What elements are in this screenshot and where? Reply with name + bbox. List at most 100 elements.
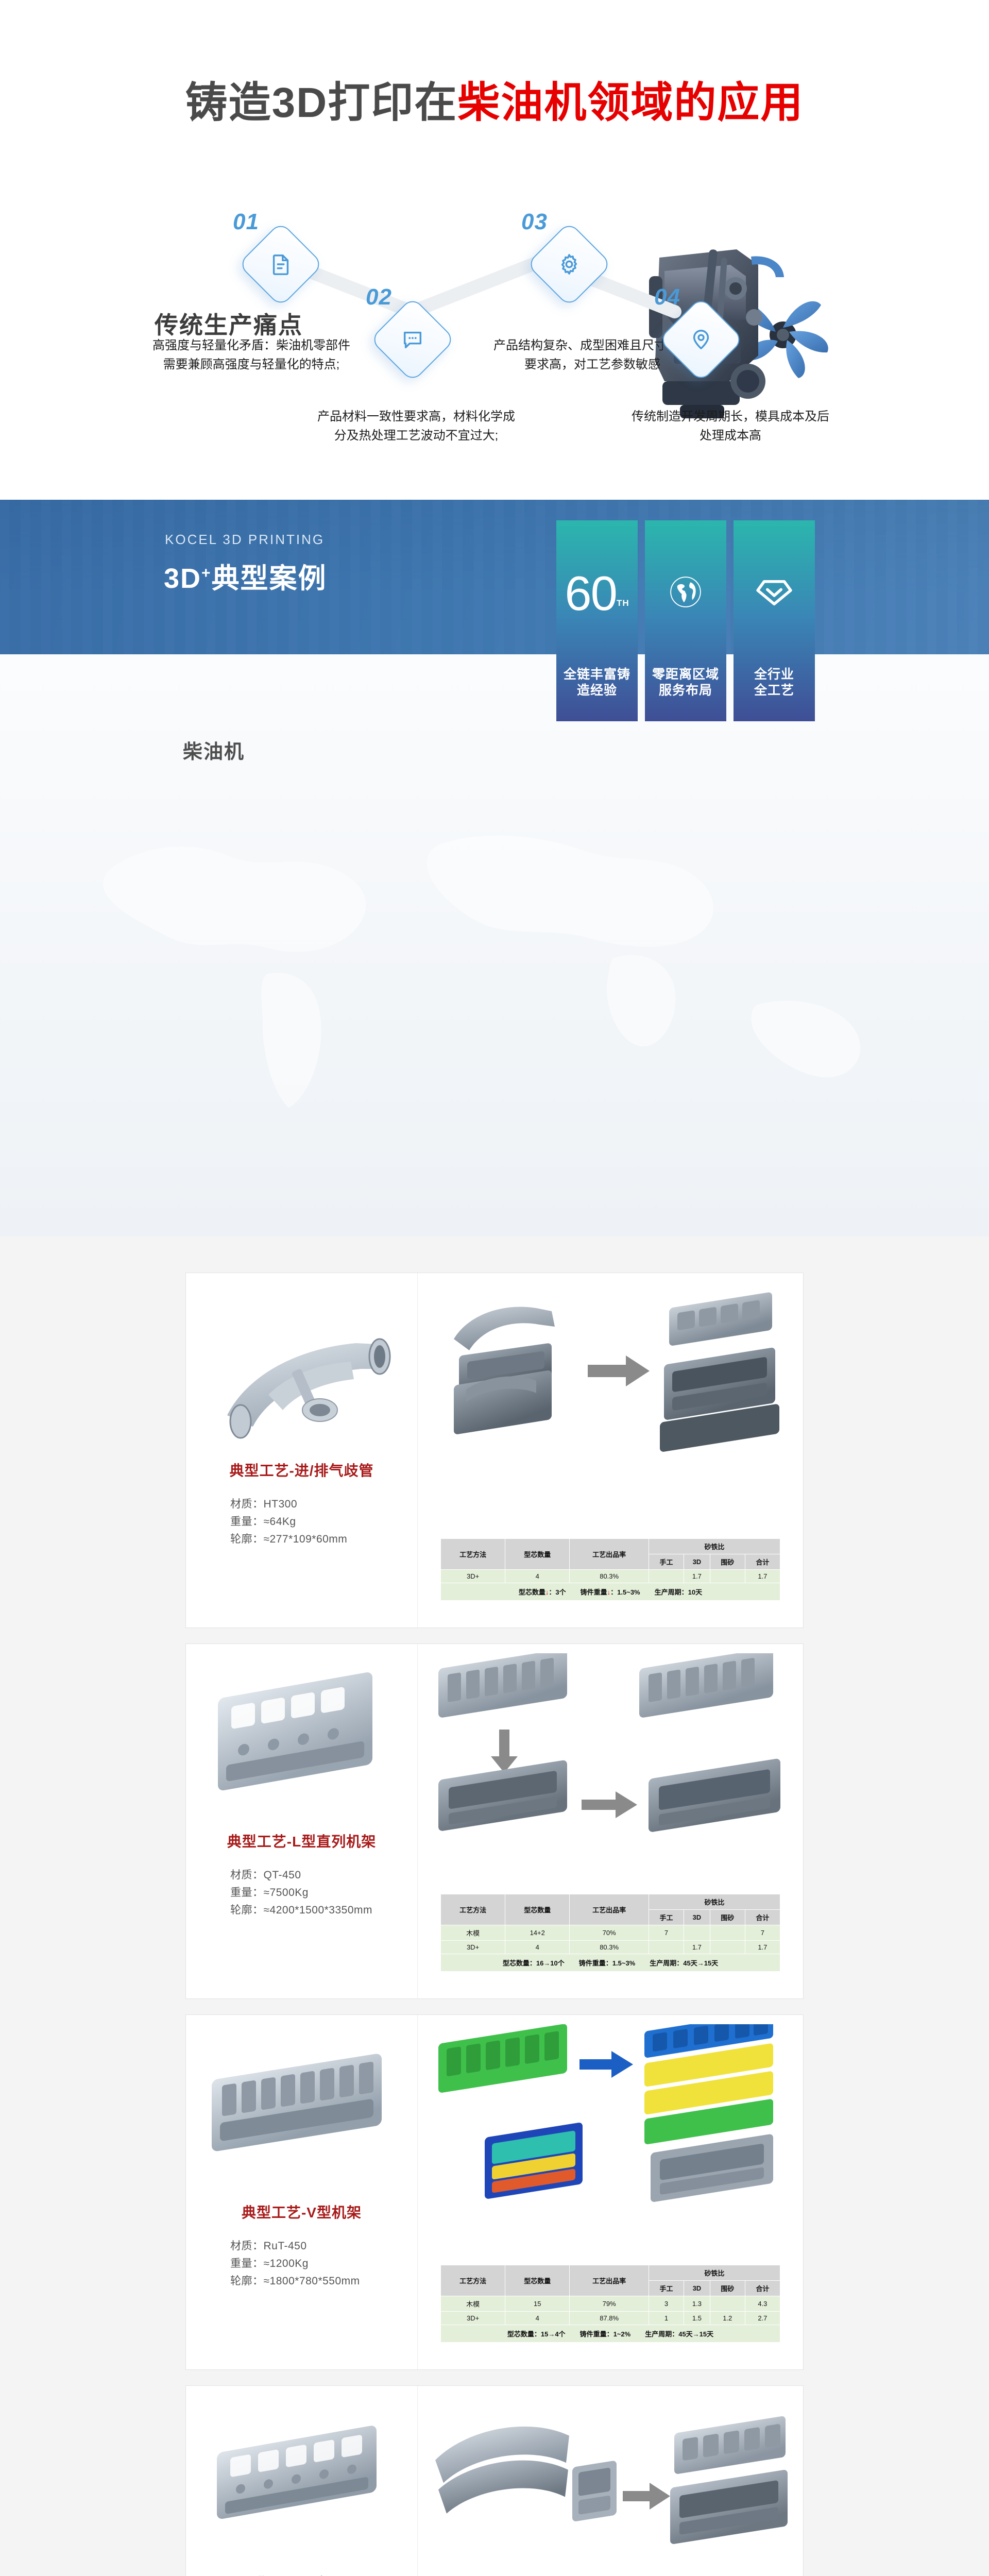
banner-title-rest: 典型案例: [211, 563, 327, 594]
flow-arrow-icon: [623, 2483, 670, 2510]
cell-3d: [684, 1925, 710, 1941]
note-item: 铸件重量：1~2%: [580, 2329, 631, 2338]
cell-yield: 80.3%: [569, 1940, 649, 1954]
product-card-4-right: 工艺方法 型芯数量 工艺出品率 砂铁比 手工 3D 围砂 合计 木模 5 80%: [418, 2386, 803, 2576]
product-1-image: [227, 1338, 390, 1439]
pain-point-node-02[interactable]: [369, 296, 456, 383]
product-card-2-left: 典型工艺-L型直列机架 材质：QT-450 重量：≈7500Kg 轮廓：≈420…: [186, 1644, 418, 1998]
stat-card-experience[interactable]: 60TH 全链丰富铸 造经验: [556, 520, 638, 721]
table-row: 木模 15 79% 3 1.3 4.3: [440, 2296, 781, 2312]
table-note-row: 型芯数量：15→4个 铸件重量：1~2% 生产周期：45天→15天: [440, 2325, 780, 2343]
th-method: 工艺方法: [440, 1538, 506, 1570]
stat-card-industry-label: 全行业 全工艺: [754, 667, 794, 698]
stat-card-service-icon: [645, 520, 726, 667]
table-note-cell: 型芯数量：16→10个 铸件重量：1.5~3% 生产周期：45天→15天: [440, 1954, 780, 1972]
product-2-outline-value: ≈4200*1500*3350mm: [263, 1904, 373, 1917]
flow-arrow-icon: [588, 1355, 650, 1386]
product-card-2[interactable]: 典型工艺-L型直列机架 材质：QT-450 重量：≈7500Kg 轮廓：≈420…: [185, 1643, 804, 1999]
product-3-table-body: 木模 15 79% 3 1.3 4.3 3D+ 4 87.8% 1 1.5 1.…: [440, 2296, 781, 2325]
pain-point-text-03: 产品结构复杂、成型困难且尺寸精度要求高，对工艺参数敏感: [493, 338, 691, 372]
cell-surround: [709, 1569, 745, 1583]
pain-point-node-01[interactable]: [237, 221, 324, 308]
product-2-weight-value: ≈7500Kg: [263, 1887, 309, 1899]
cell-method: 3D+: [440, 1569, 506, 1583]
product-1-outline-label: 轮廓：: [230, 1533, 264, 1546]
cell-yield: 70%: [569, 1925, 649, 1941]
table-header-row-sub: 手工 3D 围砂 合计: [441, 2280, 781, 2296]
table-header-row-top: 工艺方法 型芯数量 工艺出品率 砂铁比: [440, 1894, 781, 1925]
cell-cores: 4: [505, 2311, 570, 2325]
th-3d: 3D: [684, 1909, 710, 1925]
table-note-row: 型芯数量：16→10个 铸件重量：1.5~3% 生产周期：45天→15天: [440, 1954, 780, 1972]
product-3-table-foot: 型芯数量：15→4个 铸件重量：1~2% 生产周期：45天→15天: [440, 2325, 780, 2343]
gear-icon: [540, 235, 599, 294]
note-item: 铸件重量：1.5~3%: [579, 1958, 635, 1968]
table-row: 3D+ 4 87.8% 1 1.5 1.2 2.7: [440, 2311, 781, 2325]
stat-card-industry[interactable]: 全行业 全工艺: [734, 520, 815, 721]
product-card-3[interactable]: 典型工艺-V型机架 材质：RuT-450 重量：≈1200Kg 轮廓：≈1800…: [185, 2014, 804, 2370]
product-card-2-specs: 材质：QT-450 重量：≈7500Kg 轮廓：≈4200*1500*3350m…: [186, 1867, 417, 1919]
th-3d: 3D: [684, 1554, 710, 1570]
note-label: 生产周期: [645, 2330, 672, 2338]
product-2-table-head: 工艺方法 型芯数量 工艺出品率 砂铁比 手工 3D 围砂 合计: [440, 1894, 781, 1925]
note-value: ：1.5~3%: [610, 1588, 640, 1596]
product-1-outline-value: ≈277*109*60mm: [263, 1533, 348, 1546]
product-3-material-value: RuT-450: [263, 2240, 307, 2252]
cell-surround: [709, 2296, 745, 2312]
engine-exploded-section: [0, 654, 989, 1236]
product-card-4[interactable]: 典型工艺-缸体 材质：QT450-10 重量：≈300Kg 轮廓：≈750*60…: [185, 2385, 804, 2576]
banner-eyebrow: KOCEL 3D PRINTING: [165, 532, 325, 547]
cell-total: 7: [744, 1925, 781, 1941]
th-ratio-group: 砂铁比: [648, 1894, 781, 1910]
note-value: ：3个: [549, 1588, 566, 1596]
note-value: ：1.5~3%: [605, 1959, 636, 1967]
product-4-process-flow: [435, 2416, 788, 2544]
cell-yield: 80.3%: [569, 1569, 649, 1583]
note-value: ：1~2%: [606, 2330, 631, 2338]
product-3-table-head: 工艺方法 型芯数量 工艺出品率 砂铁比 手工 3D 围砂 合计: [440, 2265, 781, 2296]
product-1-weight-value: ≈64Kg: [263, 1516, 296, 1528]
stat-card-experience-label: 全链丰富铸 造经验: [563, 667, 630, 698]
pain-point-number-03: 03: [521, 209, 548, 234]
product-card-4-title: 典型工艺-缸体: [254, 2572, 349, 2576]
cell-method: 3D+: [440, 1940, 506, 1954]
cell-manual: 1: [649, 2311, 685, 2325]
pain-point-number-01: 01: [233, 209, 259, 234]
product-2-table-body: 木模 14+2 70% 7 7 3D+ 4 80.3% 1.7 1.7: [440, 1925, 781, 1954]
product-1-table-foot: 型芯数量↓：3个 铸件重量↓：1.5~3% 生产周期：10天: [440, 1583, 780, 1601]
note-arrow: ↓: [607, 1588, 611, 1596]
cell-cores: 4: [505, 1940, 570, 1954]
cell-cores: 15: [505, 2296, 570, 2312]
cell-3d: 1.7: [684, 1569, 710, 1583]
pain-point-node-03[interactable]: [526, 221, 612, 308]
note-item: 生产周期：45天→15天: [645, 2329, 713, 2338]
cell-cores: 4: [505, 1569, 570, 1583]
note-value: ：45天→15天: [676, 1959, 719, 1967]
pain-point-number-04: 04: [654, 284, 680, 310]
pain-point-node-04[interactable]: [658, 296, 744, 383]
th-total: 合计: [744, 1909, 781, 1925]
cell-manual: [648, 1569, 685, 1583]
product-1-process-flow: [454, 1292, 779, 1452]
product-card-1[interactable]: 典型工艺-进/排气歧管 材质：HT300 重量：≈64Kg 轮廓：≈277*10…: [185, 1273, 804, 1628]
document-icon: [251, 235, 310, 294]
product-card-1-title: 典型工艺-进/排气歧管: [229, 1463, 374, 1479]
th-manual: 手工: [648, 1554, 685, 1570]
th-manual: 手工: [649, 2280, 685, 2296]
product-card-3-specs: 材质：RuT-450 重量：≈1200Kg 轮廓：≈1800*780*550mm: [186, 2238, 417, 2290]
stat-card-service[interactable]: 零距离区域 服务布局: [645, 520, 726, 721]
table-header-row-top: 工艺方法 型芯数量 工艺出品率 砂铁比: [440, 1538, 780, 1570]
product-3-data-table: 工艺方法 型芯数量 工艺出品率 砂铁比 手工 3D 围砂 合计 木模 15 79…: [440, 2265, 781, 2343]
pain-point-text-04: 传统制造开发周期长，模具成本及后处理成本高: [632, 410, 829, 443]
th-ratio-group: 砂铁比: [649, 1538, 780, 1554]
title-section: 铸造3D打印在柴油机领域的应用: [0, 0, 989, 170]
note-label: 铸件重量: [578, 1959, 606, 1967]
cell-manual: 3: [649, 2296, 685, 2312]
product-3-outline-label: 轮廓：: [230, 2275, 264, 2287]
product-3-image: [211, 2054, 382, 2151]
th-total: 合计: [744, 1554, 781, 1570]
cell-surround: 1.2: [709, 2311, 745, 2325]
cell-total: 1.7: [744, 1940, 781, 1954]
product-card-4-left: 典型工艺-缸体 材质：QT450-10 重量：≈300Kg 轮廓：≈750*60…: [186, 2386, 418, 2576]
cell-yield: 79%: [569, 2296, 650, 2312]
